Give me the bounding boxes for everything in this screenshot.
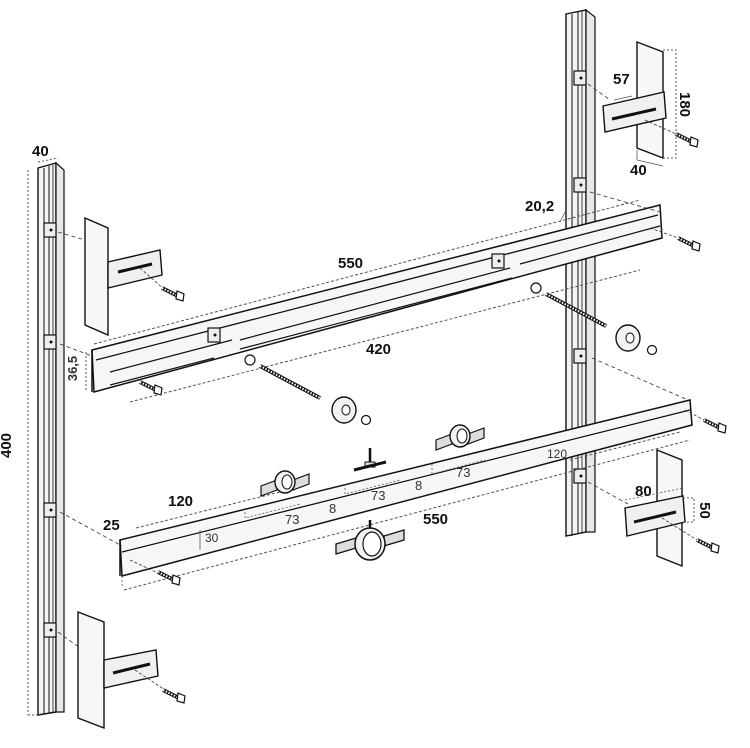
dim-upright-width: 40	[32, 143, 49, 160]
pipe-clamp	[260, 424, 485, 561]
dim-clamp-gap-1: 8	[329, 501, 337, 516]
right-upright-channel	[565, 8, 596, 537]
dim-upright-height: 400	[0, 432, 16, 459]
wall-bracket-left-lower	[57, 610, 187, 730]
dim-bracket-top-height: 180	[676, 91, 694, 118]
wall-bracket-left-upper	[57, 216, 186, 337]
dim-bracket-bottom-arm: 80	[635, 483, 652, 500]
dim-lower-rail-end-width: 25	[103, 517, 120, 534]
dim-lower-rail-length: 550	[423, 511, 449, 528]
dim-upper-rail-length: 550	[338, 255, 364, 272]
dim-rail-profile-height: 36,5	[65, 355, 81, 382]
dim-clamp-pitch-2: 73	[456, 465, 471, 480]
dim-bracket-bottom-height: 50	[695, 502, 713, 519]
dim-bracket-top-plate-width: 40	[630, 162, 647, 179]
dim-upper-rail-inner-length: 420	[366, 341, 392, 358]
upper-telescopic-rail	[59, 191, 702, 403]
dim-lower-rail-height: 30	[205, 531, 219, 545]
dim-upper-rail-groove: 20,2	[525, 198, 555, 215]
wall-bracket-right-lower	[587, 448, 721, 568]
dim-bracket-top-arm: 57	[613, 71, 630, 88]
dim-clamp-pitch-center: 73	[371, 488, 386, 503]
dim-clamp-pitch-1: 73	[285, 512, 300, 527]
left-upright-channel	[27, 157, 65, 716]
threaded-rod-with-damper	[244, 282, 658, 426]
dim-lower-rail-right-offset: 120	[547, 447, 568, 461]
wall-bracket-right-upper	[587, 40, 700, 167]
dim-lower-rail-left-offset: 120	[168, 493, 194, 510]
dim-clamp-gap-2: 8	[415, 478, 423, 493]
lower-clamp-rail	[59, 357, 728, 591]
